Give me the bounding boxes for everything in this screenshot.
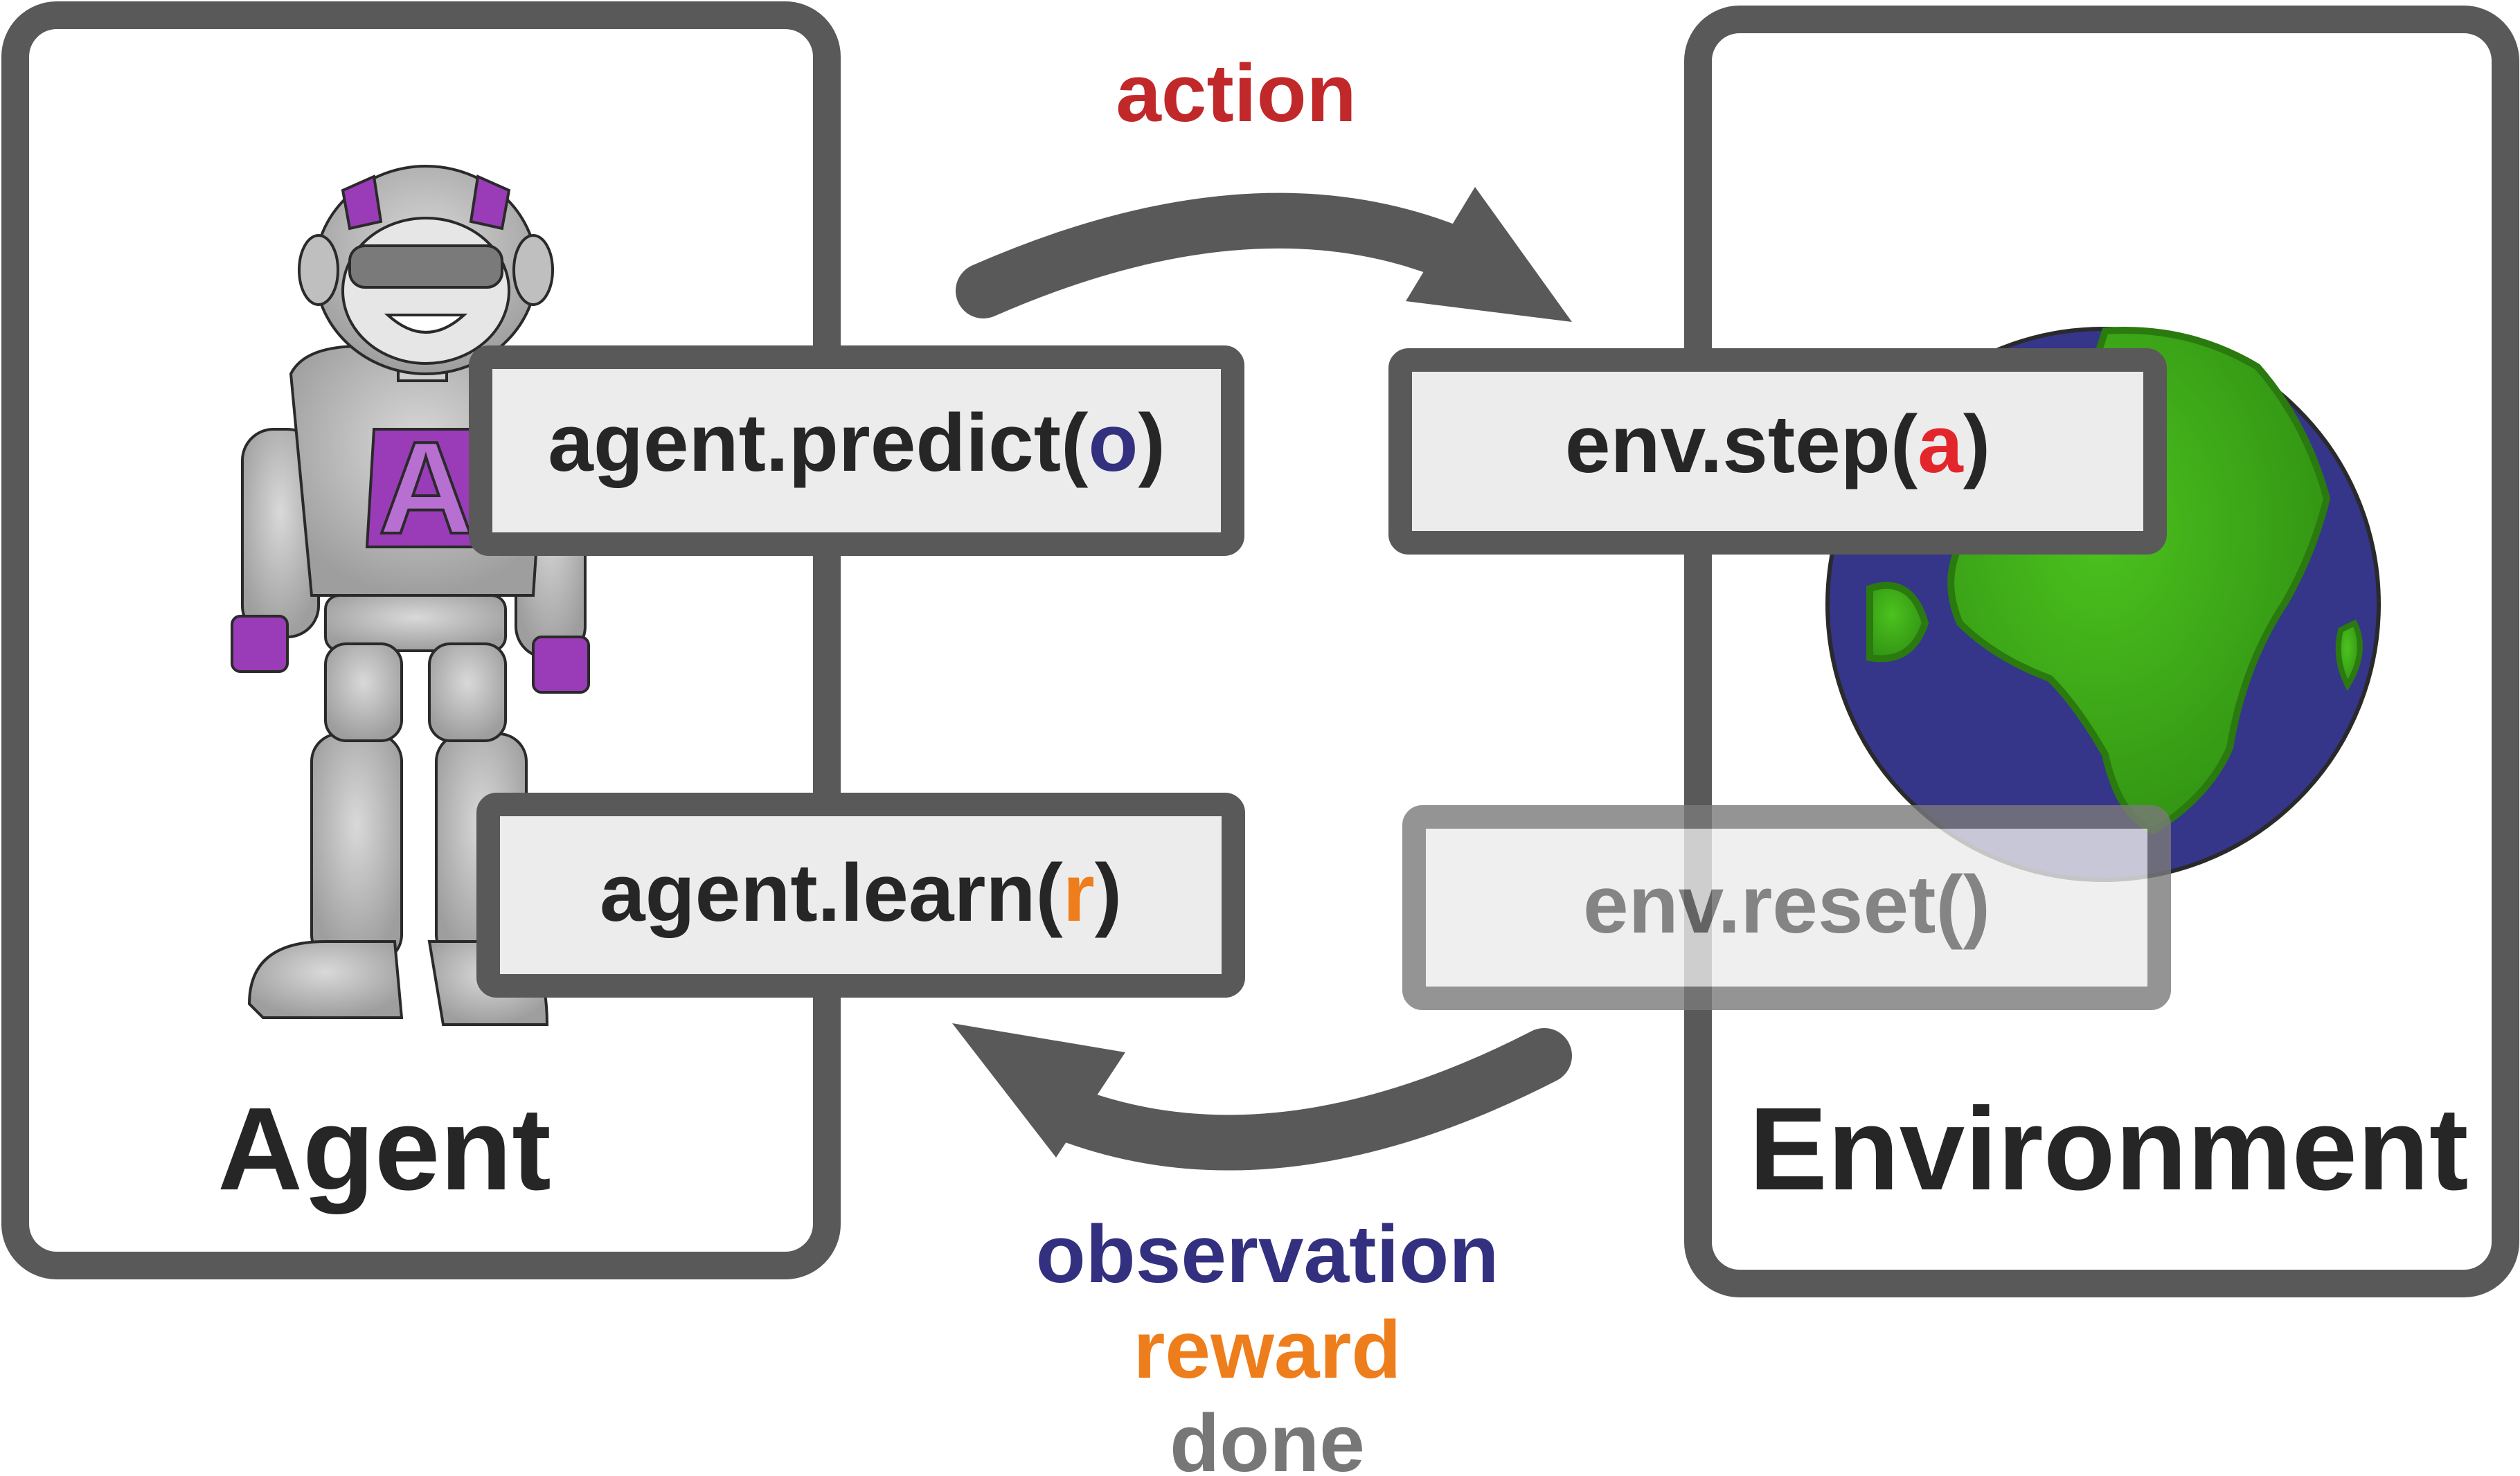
action-label: action [1116, 48, 1357, 139]
robot-icon: A [231, 165, 590, 1026]
env-step-suffix: ) [1963, 399, 1990, 490]
svg-text:agent.learn(r): agent.learn(r) [600, 847, 1122, 939]
agent-predict-suffix: ) [1138, 397, 1165, 489]
env-reset-box: env.reset() [1402, 805, 2171, 1010]
done-label: done [1170, 1398, 1365, 1476]
svg-text:A: A [378, 415, 473, 561]
agent-learn-arg: r [1063, 847, 1095, 939]
agent-title: Agent [217, 1083, 551, 1215]
env-reset-text: env.reset() [1583, 859, 1990, 951]
reward-label: reward [1134, 1304, 1402, 1396]
svg-text:agent.predict(o): agent.predict(o) [548, 397, 1165, 489]
agent-learn-box: agent.learn(r) [476, 793, 1245, 998]
action-arrow [956, 187, 1572, 322]
observation-label: observation [1036, 1209, 1499, 1300]
agent-learn-prefix: agent.learn( [600, 847, 1064, 939]
agent-predict-arg: o [1088, 397, 1138, 489]
env-step-prefix: env.step( [1565, 399, 1918, 490]
agent-predict-box: agent.predict(o) [469, 345, 1244, 556]
env-step-box: env.step(a) [1388, 348, 2167, 555]
feedback-arrow [952, 1023, 1572, 1171]
environment-title: Environment [1749, 1083, 2468, 1215]
env-step-arg: a [1918, 399, 1964, 490]
svg-text:env.step(a): env.step(a) [1565, 399, 1990, 490]
agent-learn-suffix: ) [1095, 847, 1122, 939]
agent-predict-prefix: agent.predict( [548, 397, 1089, 489]
